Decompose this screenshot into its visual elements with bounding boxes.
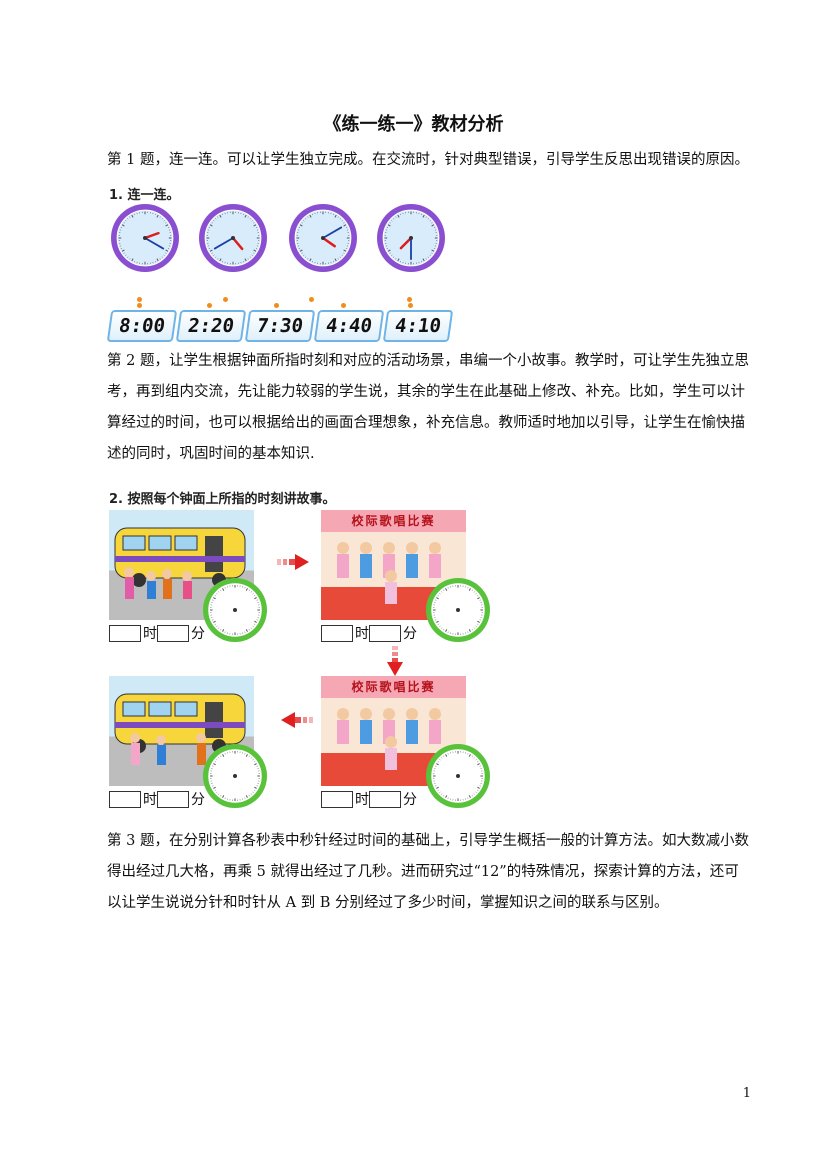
minute-answer-box[interactable] [157, 625, 189, 642]
minute-label: 分 [191, 792, 205, 808]
exercise-1-heading: 1. 连一连。 [109, 188, 180, 203]
connect-dot [223, 297, 228, 302]
hour-answer-box[interactable] [109, 791, 141, 808]
minute-hand [213, 237, 234, 250]
minute-label: 分 [191, 626, 205, 642]
connect-dot [341, 303, 346, 308]
hour-hand [143, 231, 160, 240]
minute-hand [144, 237, 165, 250]
arrow-left-icon [281, 712, 313, 728]
hour-hand [231, 236, 244, 251]
minute-label: 分 [403, 626, 417, 642]
wall-clock [426, 578, 490, 642]
hour-label: 时 [355, 792, 369, 808]
hour-label: 时 [143, 626, 157, 642]
analog-clock [199, 204, 267, 272]
hour-hand [321, 236, 336, 248]
page-number: 1 [742, 1086, 751, 1101]
bus-scene-return [109, 676, 254, 786]
analog-clock [289, 204, 357, 272]
hour-answer-box[interactable] [109, 625, 141, 642]
connect-dot [274, 303, 279, 308]
digital-clock: 8:00 [106, 310, 178, 342]
connect-dot [408, 303, 413, 308]
analog-clock [111, 204, 179, 272]
contest-banner: 校际歌唱比赛 [321, 676, 466, 698]
exercise-1-figure: 1. 连一连。 8:00 2:20 7:30 4:40 4:10 [106, 182, 454, 342]
hour-label: 时 [143, 792, 157, 808]
green-clocks [203, 578, 490, 808]
bus-illustration [114, 693, 246, 765]
paragraph-1: 第 1 题，连一连。可以让学生独立完成。在交流时，针对典型错误，引导学生反思出现… [107, 152, 749, 168]
connect-dot [309, 297, 314, 302]
connect-dot [137, 303, 142, 308]
wall-clock [203, 744, 267, 808]
choir-illustration [321, 532, 466, 604]
connect-dot [407, 297, 412, 302]
minute-answer-box[interactable] [369, 791, 401, 808]
arrow-down-icon [387, 646, 403, 676]
choir-illustration [321, 698, 466, 770]
minute-hand [322, 226, 343, 239]
arrow-right-icon [277, 554, 309, 570]
hour-hand [399, 236, 413, 250]
paragraph-2: 第 2 题，让学生根据钟面所指时刻和对应的活动场景，串编一个小故事。教学时，可让… [107, 353, 749, 462]
digital-clock: 4:10 [382, 310, 454, 342]
page-title: 《练一练一》教材分析 [323, 114, 504, 135]
digital-clock: 2:20 [175, 310, 247, 342]
hour-label: 时 [355, 626, 369, 642]
minute-label: 分 [403, 792, 417, 808]
digital-clock: 7:30 [244, 310, 316, 342]
exercise-2-figure: 2. 按照每个钟面上所指的时刻讲故事。 校际歌唱比赛 [107, 488, 497, 818]
hour-answer-box[interactable] [321, 791, 353, 808]
digital-clock: 4:40 [313, 310, 385, 342]
contest-banner: 校际歌唱比赛 [321, 510, 466, 532]
hour-answer-box[interactable] [321, 625, 353, 642]
minute-answer-box[interactable] [157, 791, 189, 808]
paragraph-3: 第 3 题，在分别计算各秒表中秒针经过时间的基础上，引导学生概括一般的计算方法。… [107, 833, 749, 911]
analog-clock [377, 204, 445, 272]
wall-clock [203, 578, 267, 642]
analog-clocks [111, 204, 445, 272]
singing-scene-2: 校际歌唱比赛 [321, 676, 466, 786]
connect-dot [137, 297, 142, 302]
wall-clock [426, 744, 490, 808]
minute-answer-box[interactable] [369, 625, 401, 642]
connect-dot [207, 303, 212, 308]
exercise-2-heading: 2. 按照每个钟面上所指的时刻讲故事。 [109, 492, 336, 507]
